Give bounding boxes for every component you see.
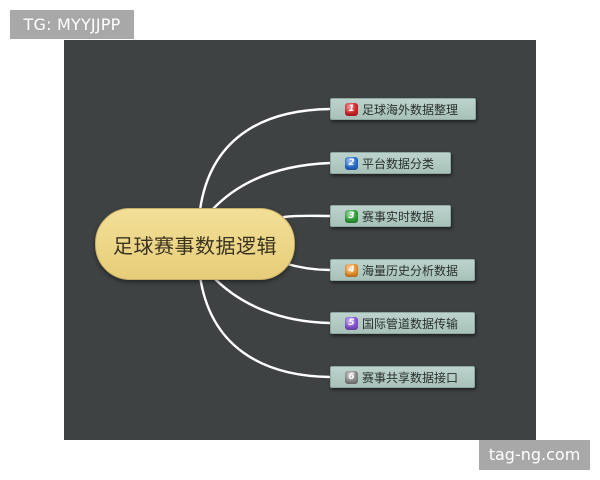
priority-6-icon: 6	[345, 370, 358, 384]
branch-topic-label: 足球海外数据整理	[362, 102, 459, 117]
watermark-top-left: TG: MYYJJPP	[10, 10, 134, 39]
connector-line-6	[198, 274, 332, 379]
connector-line-2	[210, 161, 332, 212]
connector-line-5	[210, 274, 332, 325]
branch-topic-label: 国际管道数据传输	[362, 316, 459, 331]
watermark-bottom-right: tag-ng.com	[479, 440, 590, 470]
branch-topic-label: 赛事实时数据	[362, 209, 435, 224]
priority-3-icon: 3	[345, 209, 358, 223]
branch-topic-label: 赛事共享数据接口	[362, 370, 459, 385]
connector-line-3	[282, 214, 332, 219]
branch-topic-1[interactable]: 1 足球海外数据整理	[330, 98, 476, 120]
central-topic-label: 足球赛事数据逻辑	[113, 233, 277, 258]
branch-topic-3[interactable]: 3 赛事实时数据	[330, 205, 451, 227]
branch-topic-4[interactable]: 4 海量历史分析数据	[330, 259, 475, 281]
central-topic[interactable]: 足球赛事数据逻辑	[95, 208, 295, 280]
branch-topic-label: 平台数据分类	[362, 156, 435, 171]
connector-line-4	[282, 261, 332, 272]
priority-5-icon: 5	[345, 316, 358, 330]
branch-topic-label: 海量历史分析数据	[362, 263, 459, 278]
branch-topic-6[interactable]: 6 赛事共享数据接口	[330, 366, 475, 388]
priority-1-icon: 1	[345, 102, 358, 116]
connector-line-1	[198, 107, 332, 212]
priority-2-icon: 2	[345, 156, 358, 170]
branch-topic-2[interactable]: 2 平台数据分类	[330, 152, 451, 174]
priority-4-icon: 4	[345, 263, 358, 277]
branch-topic-5[interactable]: 5 国际管道数据传输	[330, 312, 475, 334]
